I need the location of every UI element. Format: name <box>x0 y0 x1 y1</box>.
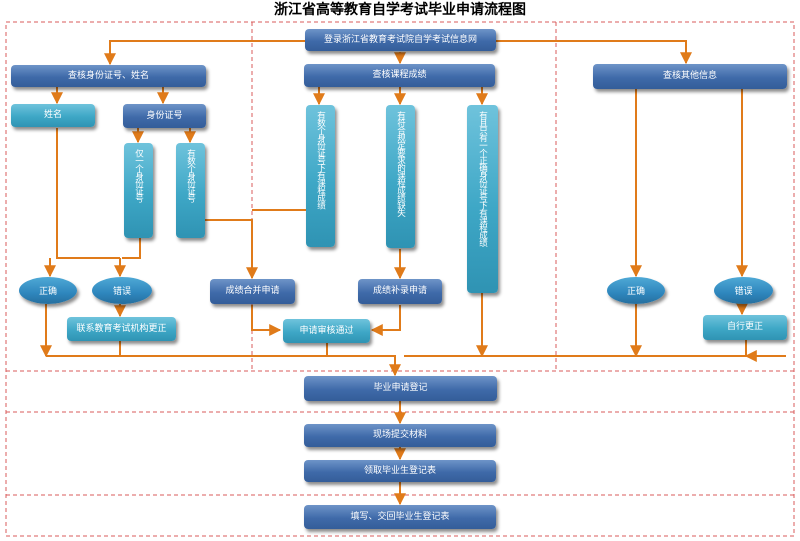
supplement-grades-node: 成绩补录申请 <box>358 279 442 304</box>
receive-form-node: 领取毕业生登记表 <box>304 460 496 482</box>
fill-return-node: 填写、交回毕业生登记表 <box>304 505 496 529</box>
self-correct-node: 自行更正 <box>703 315 787 340</box>
correct-right-oval: 正确 <box>607 277 665 304</box>
merge-grades-node: 成绩合并申请 <box>210 279 295 304</box>
check-grades-node: 查核课程成绩 <box>304 64 495 87</box>
correct-left-oval: 正确 <box>19 277 77 304</box>
check-other-node: 查核其他信息 <box>593 64 787 89</box>
missing-grades-node: 有符合规定要求的课程成绩缺失 <box>386 105 415 248</box>
name-node: 姓名 <box>11 104 95 127</box>
diagram-title: 浙江省高等教育自学考试毕业申请流程图 <box>274 2 526 18</box>
single-id-grades-node: 有且只有一个正确身份证号下有课程成绩 <box>467 105 498 293</box>
contact-agency-node: 联系教育考试机构更正 <box>67 317 176 341</box>
multi-id-grades-node: 有数个身份证号下有课程成绩 <box>306 105 335 247</box>
check-id-node: 查核身份证号、姓名 <box>11 65 206 87</box>
only-one-id-node: 仅一个身份证号 <box>124 143 153 238</box>
id-number-node: 身份证号 <box>123 104 206 128</box>
error-left-oval: 错误 <box>92 277 152 304</box>
submit-materials-node: 现场提交材料 <box>304 424 496 447</box>
flow-arrows <box>40 40 786 506</box>
login-node: 登录浙江省教育考试院自学考试信息网 <box>305 29 496 51</box>
multiple-ids-node: 有数个身份证号 <box>176 143 205 238</box>
review-passed-node: 申请审核通过 <box>283 319 370 343</box>
graduation-register-node: 毕业申请登记 <box>304 376 497 401</box>
error-right-oval: 错误 <box>714 277 773 304</box>
